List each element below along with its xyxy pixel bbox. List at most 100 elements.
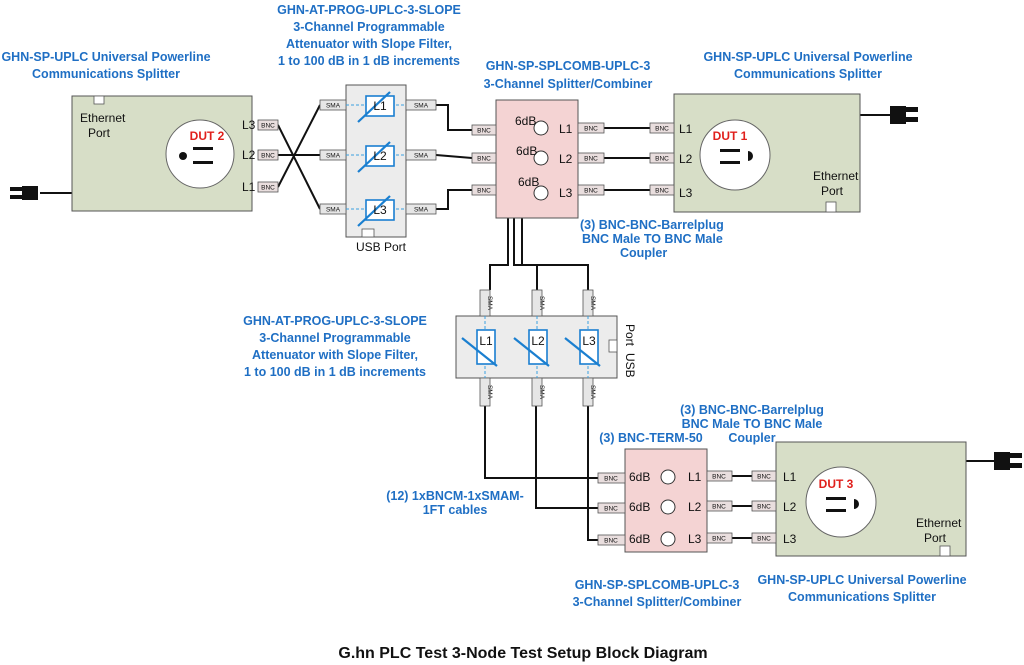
svg-text:BNC: BNC — [261, 185, 275, 192]
attenuator-mid-ch2: L2 — [531, 334, 545, 348]
svg-text:BNC: BNC — [477, 156, 491, 163]
svg-text:BNC: BNC — [757, 504, 771, 511]
combiner-bottom-port-l3: L3 — [688, 532, 702, 546]
attenuator-mid-title-line1: GHN-AT-PROG-UPLC-3-SLOPE — [243, 314, 427, 328]
variable-attenuator-arrow-icon — [357, 195, 391, 227]
attenuator-mid-title-line4: 1 to 100 dB in 1 dB increments — [244, 365, 426, 379]
outlet-icon — [720, 149, 753, 164]
power-plug-dut2 — [10, 186, 38, 200]
bnc-term-note: (3) BNC-TERM-50 — [599, 431, 703, 445]
splitter-dut3-port-l1: L1 — [783, 470, 797, 484]
combiner-top-db2: 6dB — [516, 144, 537, 158]
svg-text:BNC: BNC — [604, 506, 618, 513]
svg-text:SMA: SMA — [414, 103, 429, 110]
splitter-dut3-title-line2: Communications Splitter — [788, 590, 936, 604]
attenuator-mid-title-line2: 3-Channel Programmable — [259, 331, 410, 345]
svg-text:SMA: SMA — [538, 296, 545, 311]
combiner-bottom-db1: 6dB — [629, 470, 650, 484]
svg-text:BNC: BNC — [757, 474, 771, 481]
splitter-dut2: GHN-SP-UPLC Universal Powerline Communic… — [1, 50, 279, 212]
combiner-bottom-title-line1: GHN-SP-SPLCOMB-UPLC-3 — [575, 578, 740, 592]
barrel-bottom-line2: BNC Male TO BNC Male — [682, 417, 823, 431]
variable-attenuator-arrow-icon — [513, 337, 550, 367]
svg-text:SMA: SMA — [326, 103, 341, 110]
attenuator-mid: GHN-AT-PROG-UPLC-3-SLOPE 3-Channel Progr… — [243, 289, 637, 407]
attenuator-top-title-line4: 1 to 100 dB in 1 dB increments — [278, 54, 460, 68]
combiner-top-db1: 6dB — [515, 114, 536, 128]
barrel-top-line2: BNC Male TO BNC Male — [582, 232, 723, 246]
combiner-top-port-l1: L1 — [559, 122, 573, 136]
combiner-top-port-l2: L2 — [559, 152, 573, 166]
attenuator-top-ch3: L3 — [373, 203, 387, 217]
combiner-top-title-line2: 3-Channel Splitter/Combiner — [484, 77, 653, 91]
variable-attenuator-arrow-icon — [564, 337, 601, 367]
power-plug-dut1 — [890, 106, 918, 124]
svg-text:BNC: BNC — [584, 188, 598, 195]
dut2-label: DUT 2 — [190, 129, 225, 143]
splitter-dut1-title-line1: GHN-SP-UPLC Universal Powerline — [703, 50, 912, 64]
attenuator-mid-ch1: L1 — [479, 334, 493, 348]
cables-note-line1: (12) 1xBNCM-1xSMAM- — [386, 489, 524, 503]
splitter-dut1-port-l2: L2 — [679, 152, 693, 166]
combiner-top-port-l3: L3 — [559, 186, 573, 200]
combiner-bottom-port-l1: L1 — [688, 470, 702, 484]
svg-text:SMA: SMA — [486, 385, 493, 400]
svg-text:BNC: BNC — [604, 476, 618, 483]
combiner-bottom: BNC BNC BNC BNC BNC BNC 6dB 6dB 6dB L1 L… — [573, 448, 742, 609]
svg-text:BNC: BNC — [712, 536, 726, 543]
splitter-dut1-ethernet-line1: Ethernet — [813, 169, 859, 183]
svg-text:BNC: BNC — [584, 126, 598, 133]
svg-text:SMA: SMA — [538, 385, 545, 400]
splitter-dut3-ethernet-line1: Ethernet — [916, 516, 962, 530]
svg-text:BNC: BNC — [261, 123, 275, 130]
attenuator-mid-port: Port — [623, 324, 637, 347]
svg-text:SMA: SMA — [589, 385, 596, 400]
svg-text:BNC: BNC — [655, 126, 669, 133]
attenuator-top-title-line3: Attenuator with Slope Filter, — [286, 37, 452, 51]
svg-text:SMA: SMA — [486, 296, 493, 311]
dut1-label: DUT 1 — [713, 129, 748, 143]
svg-text:BNC: BNC — [584, 156, 598, 163]
combiner-top: GHN-SP-SPLCOMB-UPLC-3 3-Channel Splitter… — [471, 59, 653, 219]
svg-text:BNC: BNC — [712, 474, 726, 481]
svg-text:BNC: BNC — [477, 188, 491, 195]
barrel-note-top: (3) BNC-BNC-Barrelplug BNC Male TO BNC M… — [580, 218, 724, 260]
splitter-dut3-port-l2: L2 — [783, 500, 797, 514]
splitter-dut2-title-line2: Communications Splitter — [32, 67, 180, 81]
splitter-dut2-ethernet-line2: Port — [88, 126, 111, 140]
svg-text:SMA: SMA — [414, 207, 429, 214]
splitter-dut3-port-l3: L3 — [783, 532, 797, 546]
svg-text:BNC: BNC — [604, 538, 618, 545]
barrel-bottom-line3: Coupler — [728, 431, 775, 445]
splitter-dut1-port-l1: L1 — [679, 122, 693, 136]
attenuator-top: GHN-AT-PROG-UPLC-3-SLOPE 3-Channel Progr… — [277, 3, 461, 254]
combiner-bottom-port-l2: L2 — [688, 500, 702, 514]
outlet-icon — [826, 497, 859, 512]
splitter-dut2-ethernet-line1: Ethernet — [80, 111, 126, 125]
svg-text:BNC: BNC — [655, 156, 669, 163]
svg-text:BNC: BNC — [477, 128, 491, 135]
power-plug-dut3 — [994, 452, 1022, 470]
svg-text:SMA: SMA — [414, 153, 429, 160]
variable-attenuator-arrow-icon — [357, 91, 391, 123]
cables-note-line2: 1FT cables — [423, 503, 488, 517]
combiner-top-db3: 6dB — [518, 175, 539, 189]
svg-text:BNC: BNC — [757, 536, 771, 543]
splitter-dut1-port-l3: L3 — [679, 186, 693, 200]
attenuator-mid-title-line3: Attenuator with Slope Filter, — [252, 348, 418, 362]
barrel-note-bottom: (3) BNC-BNC-Barrelplug BNC Male TO BNC M… — [680, 403, 824, 445]
variable-attenuator-arrow-icon — [357, 141, 391, 173]
splitter-dut1-ethernet-line2: Port — [821, 184, 844, 198]
splitter-dut3: BNC BNC BNC L1 L2 L3 DUT 3 Ethernet Port… — [751, 441, 967, 604]
splitter-dut1: GHN-SP-UPLC Universal Powerline Communic… — [649, 50, 913, 213]
svg-text:SMA: SMA — [589, 296, 596, 311]
barrel-top-line1: (3) BNC-BNC-Barrelplug — [580, 218, 724, 232]
splitter-dut2-port-l1: L1 — [242, 180, 256, 194]
combiner-bottom-db2: 6dB — [629, 500, 650, 514]
svg-text:SMA: SMA — [326, 207, 341, 214]
attenuator-top-title-line1: GHN-AT-PROG-UPLC-3-SLOPE — [277, 3, 461, 17]
wiring — [40, 104, 994, 541]
variable-attenuator-arrow-icon — [461, 337, 498, 367]
splitter-dut3-ethernet-line2: Port — [924, 531, 947, 545]
splitter-dut2-title-line1: GHN-SP-UPLC Universal Powerline — [1, 50, 210, 64]
